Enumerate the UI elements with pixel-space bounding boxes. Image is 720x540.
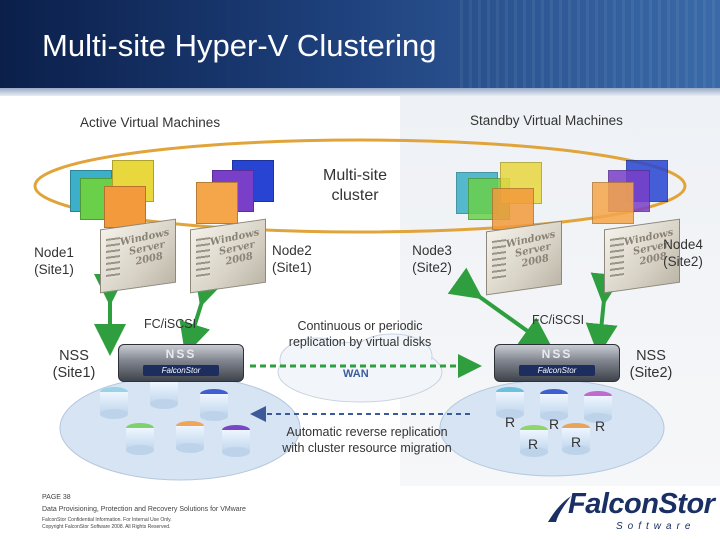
footer-fineprint-1: FalconStor Confidential Information. For… [42,517,172,523]
node2-label: Node2(Site1) [272,243,312,275]
wan-cloud-icon [277,333,443,403]
title-bar-texture [460,0,720,88]
nss-appliance-site2: NSS FalconStor [494,344,620,382]
site2-disks [496,387,612,457]
node4-label: Node4(Site2) [663,237,703,269]
logo-name: FalconStor [568,488,715,520]
standby-vms-label: Standby Virtual Machines [470,113,623,128]
falconstor-logo: FalconStor Software [546,488,715,534]
replica-marker: R [549,416,560,432]
node3-label: Node3(Site2) [412,243,452,275]
footer-fineprint-2: Copyright FalconStor Software 2008. All … [42,524,171,530]
falcon-swoosh-icon [548,496,571,522]
replica-marker: R [505,414,516,430]
vm-cube [592,182,634,224]
fc-arrow-node4 [585,272,623,356]
title-bar: Multi-site Hyper-V Clustering [0,0,720,88]
node1-label: Node1(Site1) [34,245,74,277]
cluster-ellipse [33,138,687,234]
replica-marker: R [528,436,539,452]
fc-iscsi-label-site2: FC/iSCSI [532,313,585,327]
vm-cube [104,186,146,228]
title-underband [0,88,720,96]
footer-subtitle: Data Provisioning, Protection and Recove… [42,506,246,513]
nss-site2-label: NSS(Site2) [629,348,673,381]
wan-label: WAN [343,368,369,380]
fc-arrow-node2 [179,271,226,356]
active-vms-label: Active Virtual Machines [80,115,221,130]
fc-iscsi-label-site1: FC/iSCSI [144,317,197,331]
slide-title: Multi-site Hyper-V Clustering [42,28,437,63]
logo-sub: Software [616,521,696,532]
nss-site1-label: NSS(Site1) [52,348,96,381]
nss-appliance-site1: NSS FalconStor [118,344,244,382]
page-number: PAGE 38 [42,494,71,501]
vm-cube [196,182,238,224]
replica-marker: R [595,418,606,434]
fc-arrow-node3 [447,267,554,350]
replica-marker: R [571,434,582,450]
